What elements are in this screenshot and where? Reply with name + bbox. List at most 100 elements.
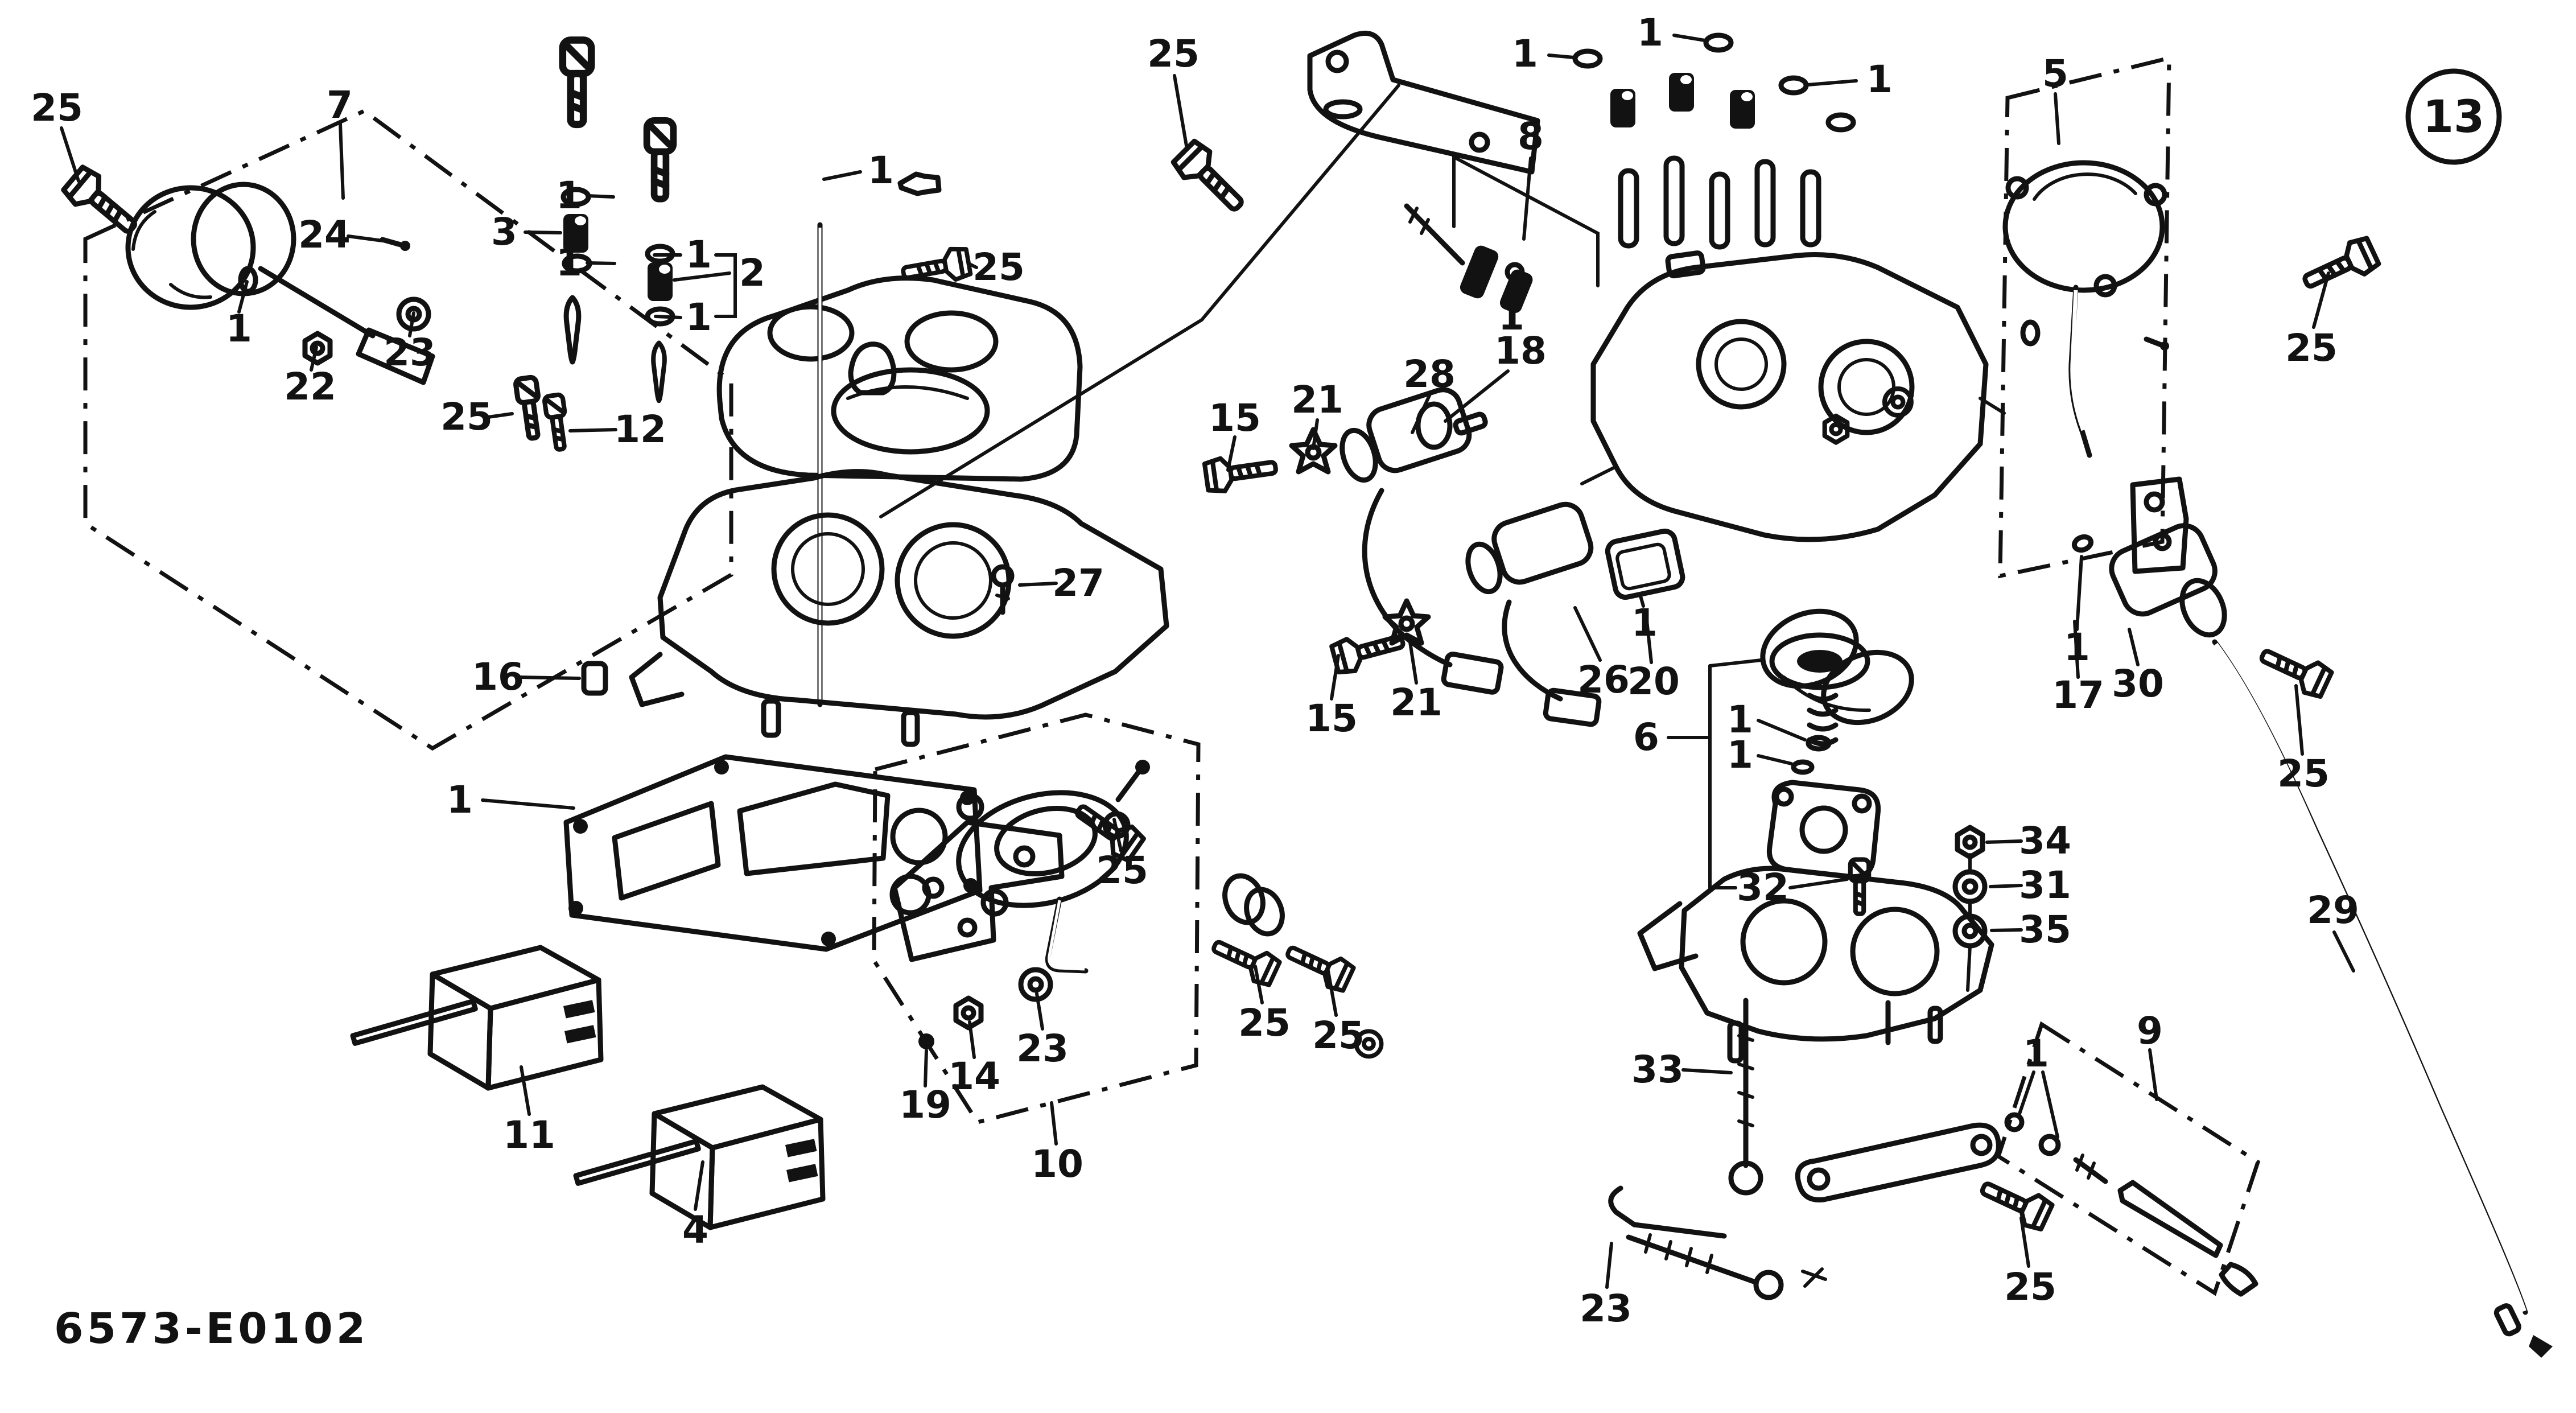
bolt-25-solenoid xyxy=(2256,640,2333,699)
callout-26: 26 xyxy=(1577,658,1630,702)
insulator-gasket-20 xyxy=(1605,528,1685,600)
callout-25: 25 xyxy=(2004,1265,2056,1309)
bolt-25-top-center xyxy=(1171,139,1251,219)
callout-2: 2 xyxy=(739,251,765,295)
callout-12: 12 xyxy=(614,407,666,451)
cable-29 xyxy=(2212,639,2553,1358)
callout-18: 18 xyxy=(1494,329,1547,373)
leader-line xyxy=(1173,74,1189,151)
leader-line xyxy=(969,263,978,269)
callout-25: 25 xyxy=(440,395,493,439)
callout-25: 25 xyxy=(2277,752,2330,796)
callout-17: 17 xyxy=(2052,673,2104,717)
leader-line xyxy=(694,1160,704,1211)
leader-line xyxy=(1330,654,1340,701)
leader-line xyxy=(1522,156,1532,241)
callout-1: 1 xyxy=(686,295,712,339)
float-chamber-cover xyxy=(716,275,1083,482)
leader-line xyxy=(1573,606,1602,662)
callout-30: 30 xyxy=(2112,662,2164,706)
diagram-code: 6573-E0102 xyxy=(54,1304,369,1353)
callout-19: 19 xyxy=(899,1083,951,1127)
leader-line xyxy=(1989,884,2023,888)
leader-line xyxy=(2075,555,2083,631)
solenoid-valve-lower xyxy=(1465,501,1602,727)
callout-21: 21 xyxy=(1291,378,1343,422)
assembly-box-0 xyxy=(83,108,733,751)
callout-25: 25 xyxy=(1312,1014,1365,1057)
leader-line xyxy=(518,675,581,680)
leader-line xyxy=(60,126,80,183)
cutoff-solenoid-30 xyxy=(2071,476,2227,638)
leader-line xyxy=(1444,369,1510,423)
leader-line xyxy=(1788,878,1849,889)
emulsion-tubes xyxy=(1610,73,1853,250)
callout-1: 1 xyxy=(1637,11,1663,55)
callout-1: 1 xyxy=(1866,57,1893,101)
leader-line xyxy=(2019,1216,2030,1268)
callout-22: 22 xyxy=(284,365,336,409)
leader-line xyxy=(1605,1242,1613,1289)
leader-line xyxy=(339,122,345,200)
callout-25: 25 xyxy=(31,86,83,130)
pump-rod-spring xyxy=(1356,1031,1827,1300)
assembly-box-2 xyxy=(872,712,1201,1125)
float-needle-valve xyxy=(897,171,942,196)
callout-16: 16 xyxy=(472,655,524,699)
callout-1: 1 xyxy=(1631,601,1658,645)
leader-line xyxy=(1644,608,1653,664)
leader-line xyxy=(968,1020,976,1059)
o-ring-18 xyxy=(1415,401,1453,450)
leader-line xyxy=(1681,1068,1733,1074)
screw-27 xyxy=(991,564,1015,615)
callout-25: 25 xyxy=(2285,326,2338,370)
leader-line xyxy=(520,1065,531,1116)
washer-column xyxy=(1955,827,1985,992)
callout-15: 15 xyxy=(1305,697,1358,740)
leader-line xyxy=(2128,628,2140,666)
relay-4 xyxy=(573,1084,826,1230)
leader-bracket xyxy=(2041,1070,2059,1139)
leader-line xyxy=(2312,271,2330,329)
callout-24: 24 xyxy=(298,213,351,257)
top-bracket xyxy=(1307,31,1540,175)
leader-line xyxy=(1638,592,1645,608)
callout-11: 11 xyxy=(503,1113,555,1157)
leader-line xyxy=(1018,582,1058,587)
assembly-box-3 xyxy=(1996,1021,2261,1296)
leader-bracket xyxy=(1708,664,1737,889)
callout-32: 32 xyxy=(1737,866,1789,909)
assembly-box-1 xyxy=(1998,55,2171,579)
throttle-body xyxy=(1637,866,2001,1202)
bolt-15-a xyxy=(1204,451,1277,493)
leader-line xyxy=(1757,719,1807,741)
callout-1: 1 xyxy=(556,174,582,217)
leader-line xyxy=(1408,637,1418,685)
leader-line xyxy=(673,271,731,282)
leader-line xyxy=(1035,992,1044,1031)
needle-set-8 xyxy=(1404,203,1533,313)
leader-line xyxy=(1411,394,1431,434)
leader-line xyxy=(1254,965,1264,1004)
leader-line xyxy=(310,345,318,372)
leader-line xyxy=(586,194,615,199)
callout-1: 1 xyxy=(556,241,582,285)
choke-rod xyxy=(879,84,1400,518)
screw-32 xyxy=(1850,859,1869,913)
leader-line xyxy=(481,798,575,810)
star-washer-21-a xyxy=(1292,430,1335,472)
leader-line xyxy=(568,428,617,432)
callout-15: 15 xyxy=(1209,396,1261,440)
leader-line xyxy=(487,412,514,419)
callout-14: 14 xyxy=(948,1054,1000,1098)
callout-23: 23 xyxy=(1016,1027,1069,1070)
callout-8: 8 xyxy=(1518,114,1544,158)
pump-bracket-10 xyxy=(918,760,1150,1049)
leader-line xyxy=(1326,969,1338,1017)
leader-line xyxy=(2054,92,2060,145)
callout-21: 21 xyxy=(1390,681,1442,724)
leader-line xyxy=(924,1049,928,1087)
leader-line xyxy=(2073,620,2080,679)
leader-line xyxy=(2294,684,2304,756)
